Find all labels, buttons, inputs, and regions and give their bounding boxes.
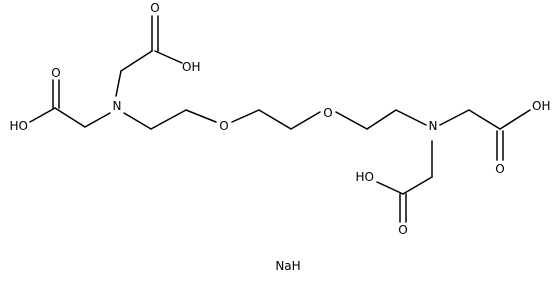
bond [402,176,433,195]
bond [154,50,183,64]
atom-label: N [113,99,122,113]
bond [115,70,122,97]
bond [150,109,187,130]
bond [123,112,152,130]
bond [120,50,153,72]
bond [54,107,86,128]
bond [376,181,404,195]
bond [468,109,501,130]
atom-label: O [51,66,60,80]
atom-label: O [150,1,159,15]
bond [366,109,397,130]
bond [499,109,531,130]
atom-label: O [398,223,407,237]
bond [29,107,56,123]
bond [395,109,427,126]
bond [185,109,217,123]
bond [84,112,111,128]
atom-labels: N N O O O OH O HO OH O HO O [10,1,551,237]
bond [335,111,368,130]
counterion-label: NaH [275,259,300,273]
atom-label: O [219,119,228,133]
atom-label: OH [532,99,550,113]
atom-label: HO [356,170,374,184]
atom-label: OH [182,60,200,74]
atom-label: O [323,106,332,120]
atom-label: HO [10,119,28,133]
bond [258,109,292,130]
atom-label: O [495,162,504,176]
atom-label: N [429,119,438,133]
bond [290,111,321,130]
bonds [29,15,531,223]
bond [439,109,470,126]
bond [231,109,260,123]
